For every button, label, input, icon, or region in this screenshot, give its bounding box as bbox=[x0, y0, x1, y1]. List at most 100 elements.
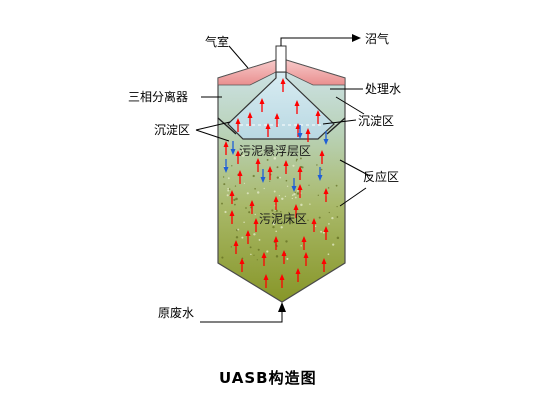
sludge-particles bbox=[221, 149, 340, 261]
sludge-particle bbox=[250, 253, 252, 256]
sludge-particle bbox=[292, 164, 295, 167]
sludge-particle bbox=[230, 246, 232, 248]
sludge-particle bbox=[286, 185, 289, 188]
upflow-arrow bbox=[229, 190, 235, 204]
sludge-particle bbox=[241, 153, 243, 155]
sludge-particle bbox=[299, 150, 302, 152]
upflow-arrow bbox=[259, 98, 265, 112]
sludge-particle bbox=[320, 168, 323, 171]
sludge-particle bbox=[263, 187, 265, 190]
upflow-arrow bbox=[311, 218, 317, 232]
sludge-particle bbox=[272, 225, 275, 229]
sludge-particle bbox=[276, 166, 279, 169]
sludge-particle bbox=[335, 184, 338, 187]
label-sludge-bed-zone: 污泥床区 bbox=[259, 212, 307, 226]
sludge-particle bbox=[240, 149, 244, 152]
sludge-particle bbox=[256, 191, 260, 194]
sludge-particle bbox=[254, 187, 256, 190]
sludge-particle bbox=[295, 160, 298, 162]
sludge-particle bbox=[235, 236, 239, 239]
settling-arrow bbox=[223, 159, 229, 173]
sludge-particle bbox=[257, 248, 260, 251]
sludge-particle bbox=[314, 225, 317, 227]
upflow-arrow bbox=[293, 204, 299, 218]
upflow-arrow bbox=[319, 150, 325, 164]
upflow-arrow bbox=[305, 128, 311, 142]
sludge-particle bbox=[287, 151, 290, 154]
sludge-particle bbox=[294, 196, 297, 199]
sludge-particle bbox=[231, 165, 233, 167]
upflow-arrow bbox=[237, 170, 243, 184]
sludge-particle bbox=[327, 187, 330, 189]
sludge-particle bbox=[271, 209, 274, 212]
upflow-arrow bbox=[253, 218, 259, 232]
label-biogas: 沼气 bbox=[365, 31, 389, 46]
upflow-arrow bbox=[223, 141, 229, 155]
sludge-particle bbox=[300, 244, 302, 247]
deflector-left bbox=[217, 117, 237, 135]
sludge-particle bbox=[233, 198, 236, 202]
sludge-particle bbox=[237, 228, 240, 231]
sludge-particle bbox=[328, 223, 330, 225]
label-three-phase-separator: 三相分离器 bbox=[128, 89, 188, 104]
raw-water-inlet bbox=[200, 302, 286, 323]
upflow-arrow bbox=[229, 210, 235, 224]
sludge-particle bbox=[296, 189, 299, 192]
sludge-particle bbox=[331, 216, 334, 220]
sludge-particle bbox=[258, 238, 261, 241]
sludge-particle bbox=[296, 192, 300, 195]
label-settling-zone-right: 沉淀区 bbox=[358, 114, 394, 128]
sludge-particle bbox=[248, 211, 251, 214]
sludge-particle bbox=[276, 176, 279, 179]
sludge-particle bbox=[332, 243, 335, 246]
deflector-right bbox=[326, 117, 346, 135]
settling-arrow bbox=[260, 169, 266, 183]
upflow-arrow bbox=[297, 184, 303, 198]
upflow-arrow bbox=[274, 113, 280, 127]
sludge-particle bbox=[221, 256, 224, 259]
leader-lines bbox=[195, 45, 371, 207]
sludge-particle bbox=[227, 189, 230, 192]
gas-pipe bbox=[275, 45, 287, 73]
sludge-particle bbox=[266, 250, 269, 253]
upflow-arrow bbox=[295, 123, 301, 137]
sludge-particle bbox=[234, 185, 237, 187]
upflow-arrow bbox=[280, 78, 286, 92]
diagram-caption: UASB构造图 bbox=[219, 369, 317, 387]
upflow-arrow bbox=[261, 252, 267, 266]
upflow-arrow bbox=[301, 236, 307, 250]
separator-hood bbox=[227, 71, 335, 140]
sludge-particle bbox=[245, 207, 247, 209]
sludge-particle bbox=[317, 194, 319, 196]
sludge-particle bbox=[279, 176, 282, 179]
sludge-particle bbox=[285, 240, 288, 243]
label-settling-zone-left: 沉淀区 bbox=[154, 123, 190, 137]
label-treated-water: 处理水 bbox=[365, 82, 401, 96]
upflow-arrow bbox=[294, 100, 300, 114]
sludge-particle bbox=[327, 253, 330, 256]
upflow-arrow bbox=[249, 200, 255, 214]
sludge-particle bbox=[253, 233, 256, 236]
sludge-particle bbox=[269, 180, 271, 182]
sludge-particle bbox=[266, 158, 269, 161]
label-raw-wastewater: 原废水 bbox=[158, 305, 194, 320]
sludge-particle bbox=[273, 157, 277, 160]
sludge-particle bbox=[275, 255, 279, 258]
upflow-arrow bbox=[233, 240, 239, 254]
sludge-particle bbox=[227, 187, 229, 190]
sludge-particle bbox=[262, 218, 265, 221]
sludge-particle bbox=[254, 213, 256, 216]
sludge-particle bbox=[253, 254, 255, 256]
sludge-particle bbox=[291, 194, 294, 196]
upflow-arrow bbox=[239, 258, 245, 272]
sludge-particle bbox=[322, 231, 325, 234]
settling-arrow bbox=[230, 141, 236, 155]
sludge-particle bbox=[285, 179, 288, 182]
sludge-particle bbox=[272, 222, 276, 226]
sludge-particle bbox=[241, 236, 244, 239]
sludge-particle bbox=[224, 210, 227, 214]
sludge-particle bbox=[273, 190, 276, 193]
sludge-particle bbox=[296, 158, 298, 161]
sludge-particle bbox=[291, 197, 293, 200]
sludge-particle bbox=[256, 259, 258, 261]
